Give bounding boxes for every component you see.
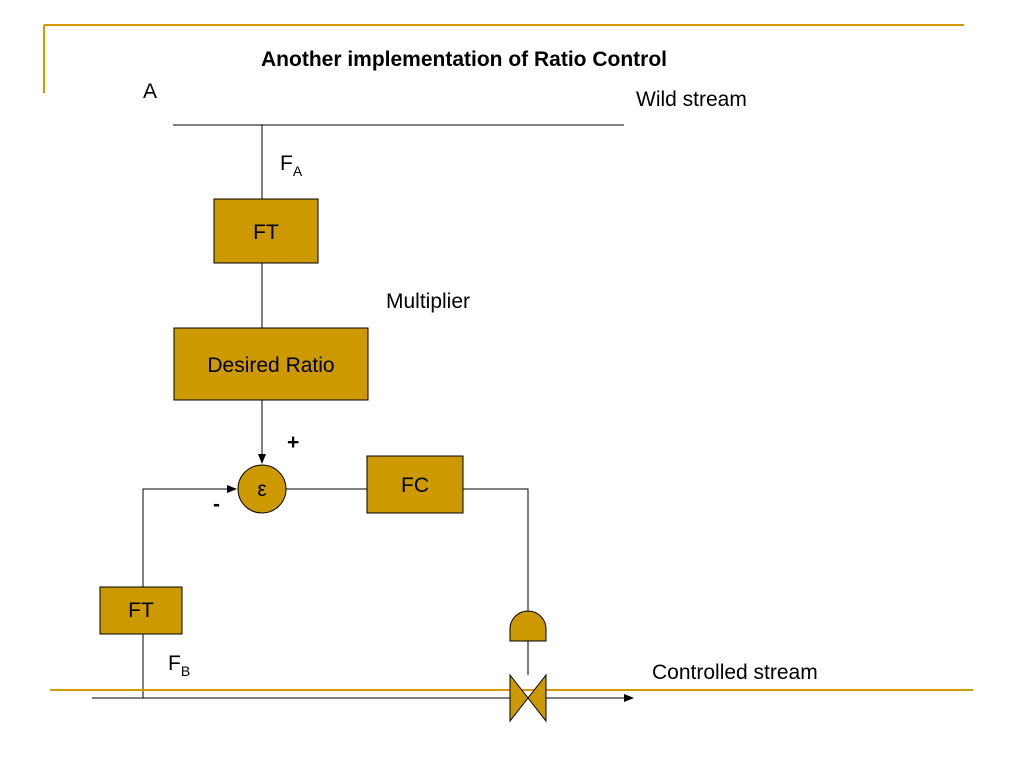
fb-label-subscript: B bbox=[181, 663, 190, 679]
plus-sign: + bbox=[287, 431, 299, 454]
ft-top-block bbox=[213, 198, 319, 264]
controlled-stream-label: Controlled stream bbox=[652, 661, 818, 684]
fa-label-subscript: A bbox=[293, 163, 303, 179]
fa-label: FA bbox=[280, 152, 303, 179]
ft-bottom-block bbox=[99, 586, 183, 635]
multiplier-label: Multiplier bbox=[386, 290, 470, 313]
control-valve-icon bbox=[509, 673, 547, 723]
fb-label-main: F bbox=[168, 652, 181, 675]
desired-ratio-label: Desired Ratio bbox=[207, 354, 334, 377]
fc-to-valve-line bbox=[463, 488, 529, 619]
fc-label: FC bbox=[401, 474, 429, 497]
measurement-feedback-line bbox=[142, 485, 237, 587]
minus-sign: - bbox=[213, 493, 220, 516]
wild-stream-label: Wild stream bbox=[636, 88, 747, 111]
valve-actuator bbox=[509, 610, 547, 642]
fa-label-main: F bbox=[280, 152, 293, 175]
ft-top-label: FT bbox=[253, 221, 279, 244]
stream-a-label: A bbox=[143, 80, 157, 103]
ft-bottom-label: FT bbox=[128, 599, 154, 622]
fb-label: FB bbox=[168, 652, 190, 679]
diagram-title: Another implementation of Ratio Control bbox=[261, 48, 667, 71]
epsilon-label: ε bbox=[257, 478, 266, 501]
desired-ratio-block bbox=[173, 327, 369, 401]
fc-block bbox=[366, 455, 464, 514]
